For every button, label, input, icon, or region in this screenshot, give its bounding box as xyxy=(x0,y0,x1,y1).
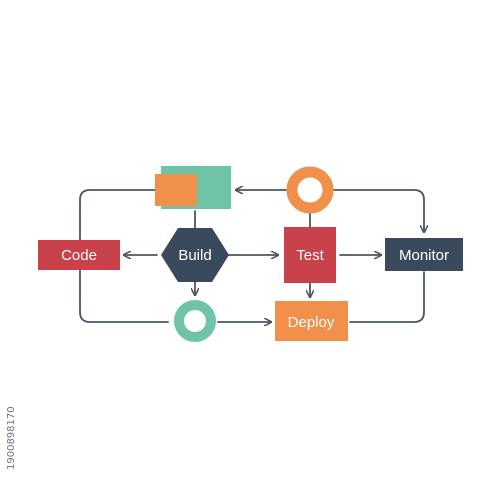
teal-loop-icon xyxy=(174,300,216,342)
monitor-node[interactable]: Monitor xyxy=(385,238,463,271)
deploy-node[interactable]: Deploy xyxy=(275,301,348,341)
stacked-cards-icon xyxy=(155,166,231,209)
test-label: Test xyxy=(296,247,324,264)
build-label: Build xyxy=(178,247,211,264)
top-loop-connector xyxy=(79,189,157,241)
connectors xyxy=(79,189,425,323)
image-id-watermark: 1900898170 xyxy=(6,406,17,470)
arrow-ring-to-monitor xyxy=(333,189,424,232)
test-node[interactable]: Test xyxy=(284,227,336,283)
bottom-loop-connector xyxy=(79,269,169,323)
arrow-monitor-to-deploy xyxy=(349,271,425,323)
deploy-label: Deploy xyxy=(288,314,335,331)
monitor-label: Monitor xyxy=(399,247,449,264)
code-node[interactable]: Code xyxy=(38,240,120,270)
build-node[interactable]: Build xyxy=(161,228,229,282)
code-label: Code xyxy=(61,247,97,264)
orange-ring-icon xyxy=(286,166,334,214)
